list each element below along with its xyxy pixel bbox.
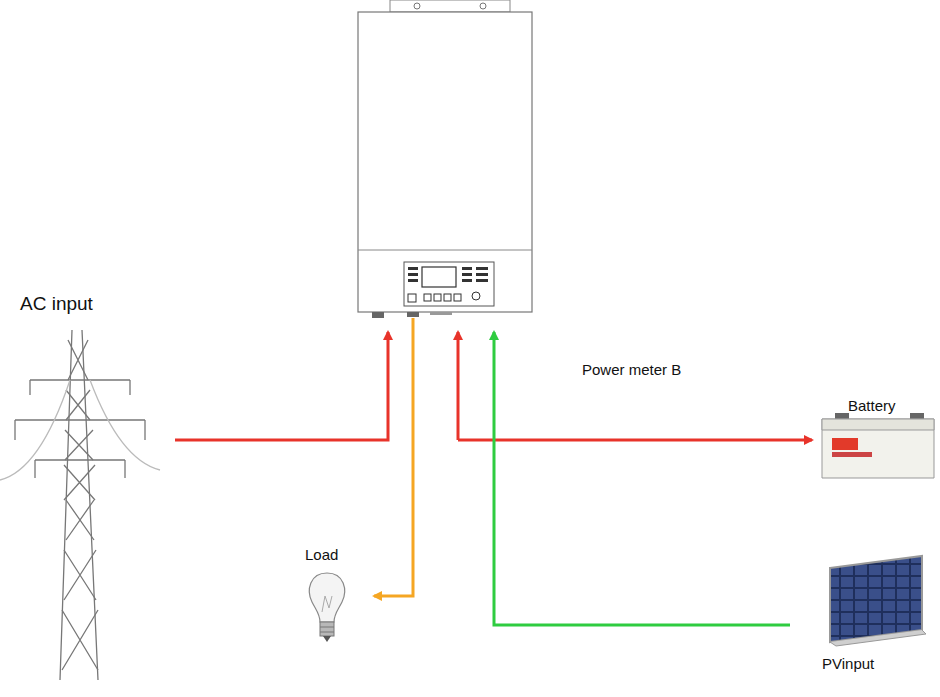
ac-wire <box>175 332 388 440</box>
load-wire <box>374 318 413 596</box>
source-label: AC input <box>20 294 93 315</box>
solar-panel <box>830 556 926 646</box>
battery-wire <box>458 439 812 442</box>
meter-label: Power meter B <box>582 362 681 379</box>
transmission-tower <box>0 330 160 680</box>
light-bulb <box>309 573 344 642</box>
pv-label: PVinput <box>822 656 874 673</box>
battery <box>822 413 934 478</box>
load-label: Load <box>305 547 338 564</box>
battery-wire-up <box>457 332 460 440</box>
battery-label: Battery <box>848 398 896 415</box>
inverter <box>358 0 532 318</box>
pv-wire <box>494 332 790 625</box>
